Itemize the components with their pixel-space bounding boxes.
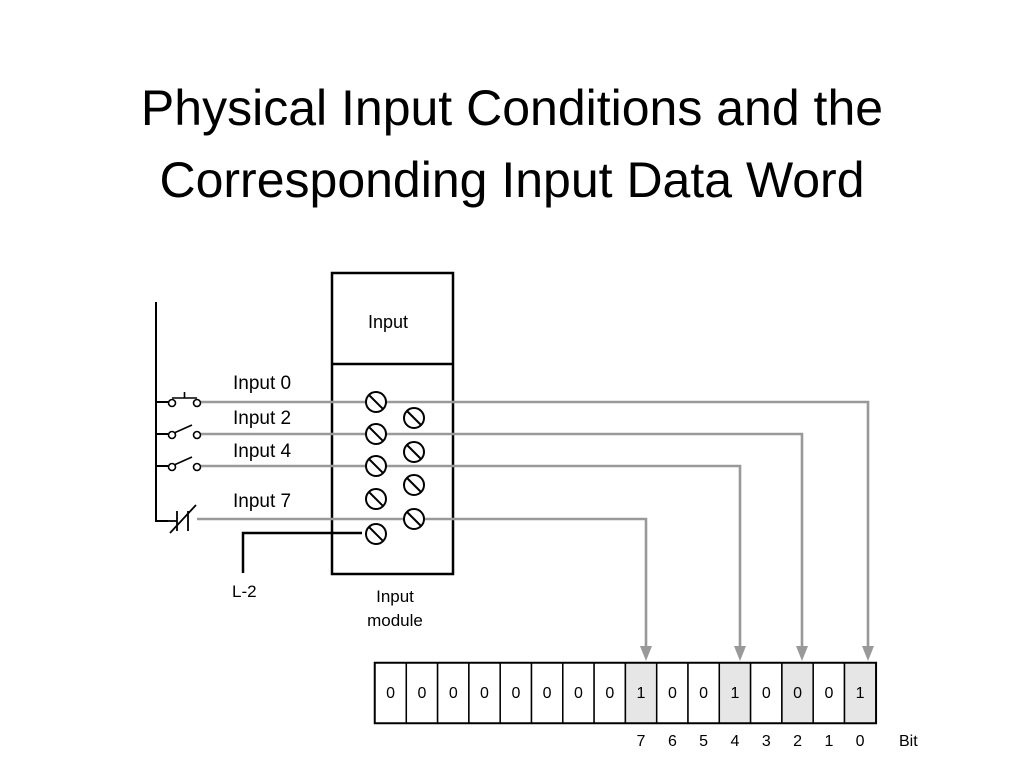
input-2-label: Input 2 bbox=[233, 408, 291, 429]
arrow-bit-0 bbox=[862, 646, 874, 661]
bit-cell-value: 0 bbox=[543, 685, 552, 702]
arrow-bit-4 bbox=[734, 646, 746, 661]
bit-cell-value: 0 bbox=[386, 685, 395, 702]
open-switch-icon bbox=[167, 424, 202, 440]
bit-number-label: 4 bbox=[730, 733, 739, 750]
wire-input-0 bbox=[201, 400, 870, 651]
l2-label: L-2 bbox=[232, 582, 257, 601]
arrow-bit-2 bbox=[796, 646, 808, 661]
bit-number-row: 7 6 5 4 3 2 1 0 bbox=[637, 733, 865, 750]
bit-cell-value: 1 bbox=[730, 685, 739, 702]
input-4-label: Input 4 bbox=[233, 441, 292, 462]
wire-input-7 bbox=[197, 517, 648, 651]
slide-title: Physical Input Conditions and the Corres… bbox=[0, 72, 1024, 216]
bit-cell bbox=[530, 662, 564, 724]
screw-terminals bbox=[365, 391, 425, 545]
bit-number-label: 0 bbox=[856, 733, 865, 750]
bit-cell-value: 0 bbox=[511, 685, 520, 702]
l2-common-wire bbox=[241, 531, 362, 573]
bit-cell bbox=[374, 662, 408, 724]
bit-cell bbox=[593, 662, 627, 724]
pushbutton-switch-icon bbox=[167, 392, 202, 408]
screw-terminal-icon bbox=[365, 523, 387, 545]
screw-terminal-icon bbox=[403, 441, 425, 463]
bit-cell bbox=[624, 662, 658, 724]
bit-number-label: 2 bbox=[793, 733, 802, 750]
bit-cell bbox=[436, 662, 470, 724]
screw-terminal-icon bbox=[365, 391, 387, 413]
bit-cell-value: 0 bbox=[449, 685, 458, 702]
module-header-label: Input bbox=[368, 312, 408, 332]
bit-cell-value: 0 bbox=[762, 685, 771, 702]
bit-cell-value: 0 bbox=[480, 685, 489, 702]
bit-cell-value: 0 bbox=[699, 685, 708, 702]
title-line-2: Corresponding Input Data Word bbox=[159, 152, 865, 208]
input-0-label: Input 0 bbox=[233, 373, 291, 394]
bit-cell bbox=[718, 662, 752, 724]
input-module-box bbox=[330, 271, 455, 576]
bit-cell bbox=[812, 662, 846, 724]
bit-cell-value: 1 bbox=[856, 685, 865, 702]
bit-number-label: 3 bbox=[762, 733, 771, 750]
title-line-1: Physical Input Conditions and the bbox=[140, 80, 884, 136]
bit-cell-value: 0 bbox=[793, 685, 802, 702]
open-switch-icon bbox=[167, 456, 202, 472]
bit-number-label: 7 bbox=[637, 733, 646, 750]
bit-cell-value: 0 bbox=[574, 685, 583, 702]
bit-cell bbox=[562, 662, 595, 724]
screw-terminal-icon bbox=[403, 474, 425, 496]
screw-terminal-icon bbox=[365, 488, 387, 510]
bit-cell-value: 0 bbox=[824, 685, 833, 702]
bit-number-label: 1 bbox=[824, 733, 833, 750]
normally-closed-contact-icon bbox=[168, 504, 197, 534]
bit-cell-value: 0 bbox=[605, 685, 614, 702]
signal-wires bbox=[197, 400, 870, 651]
screw-terminal-icon bbox=[365, 455, 387, 477]
bit-axis-label: Bit bbox=[899, 733, 918, 750]
bit-cell bbox=[405, 662, 439, 724]
wire-input-2 bbox=[201, 432, 804, 651]
input-7-label: Input 7 bbox=[233, 491, 291, 512]
bit-cell bbox=[749, 662, 783, 724]
bit-cell bbox=[843, 662, 877, 724]
bit-cell-value: 0 bbox=[417, 685, 426, 702]
arrow-bit-7 bbox=[640, 646, 652, 661]
bit-cell-value: 1 bbox=[637, 685, 646, 702]
bit-cell bbox=[499, 662, 533, 724]
module-caption-line-2: module bbox=[367, 611, 423, 630]
screw-terminal-icon bbox=[403, 407, 425, 429]
bit-cell bbox=[655, 662, 689, 724]
wire-arrowheads bbox=[640, 646, 874, 661]
screw-terminal-icon bbox=[403, 508, 425, 530]
bit-number-label: 5 bbox=[699, 733, 708, 750]
module-caption-line-1: Input bbox=[376, 587, 414, 606]
bit-cell-value: 0 bbox=[668, 685, 677, 702]
bit-number-label: 6 bbox=[668, 733, 677, 750]
screw-terminal-icon bbox=[365, 423, 387, 445]
input-data-word: 0 0 0 0 0 0 0 0 1 0 0 1 0 0 0 1 bbox=[373, 661, 878, 725]
